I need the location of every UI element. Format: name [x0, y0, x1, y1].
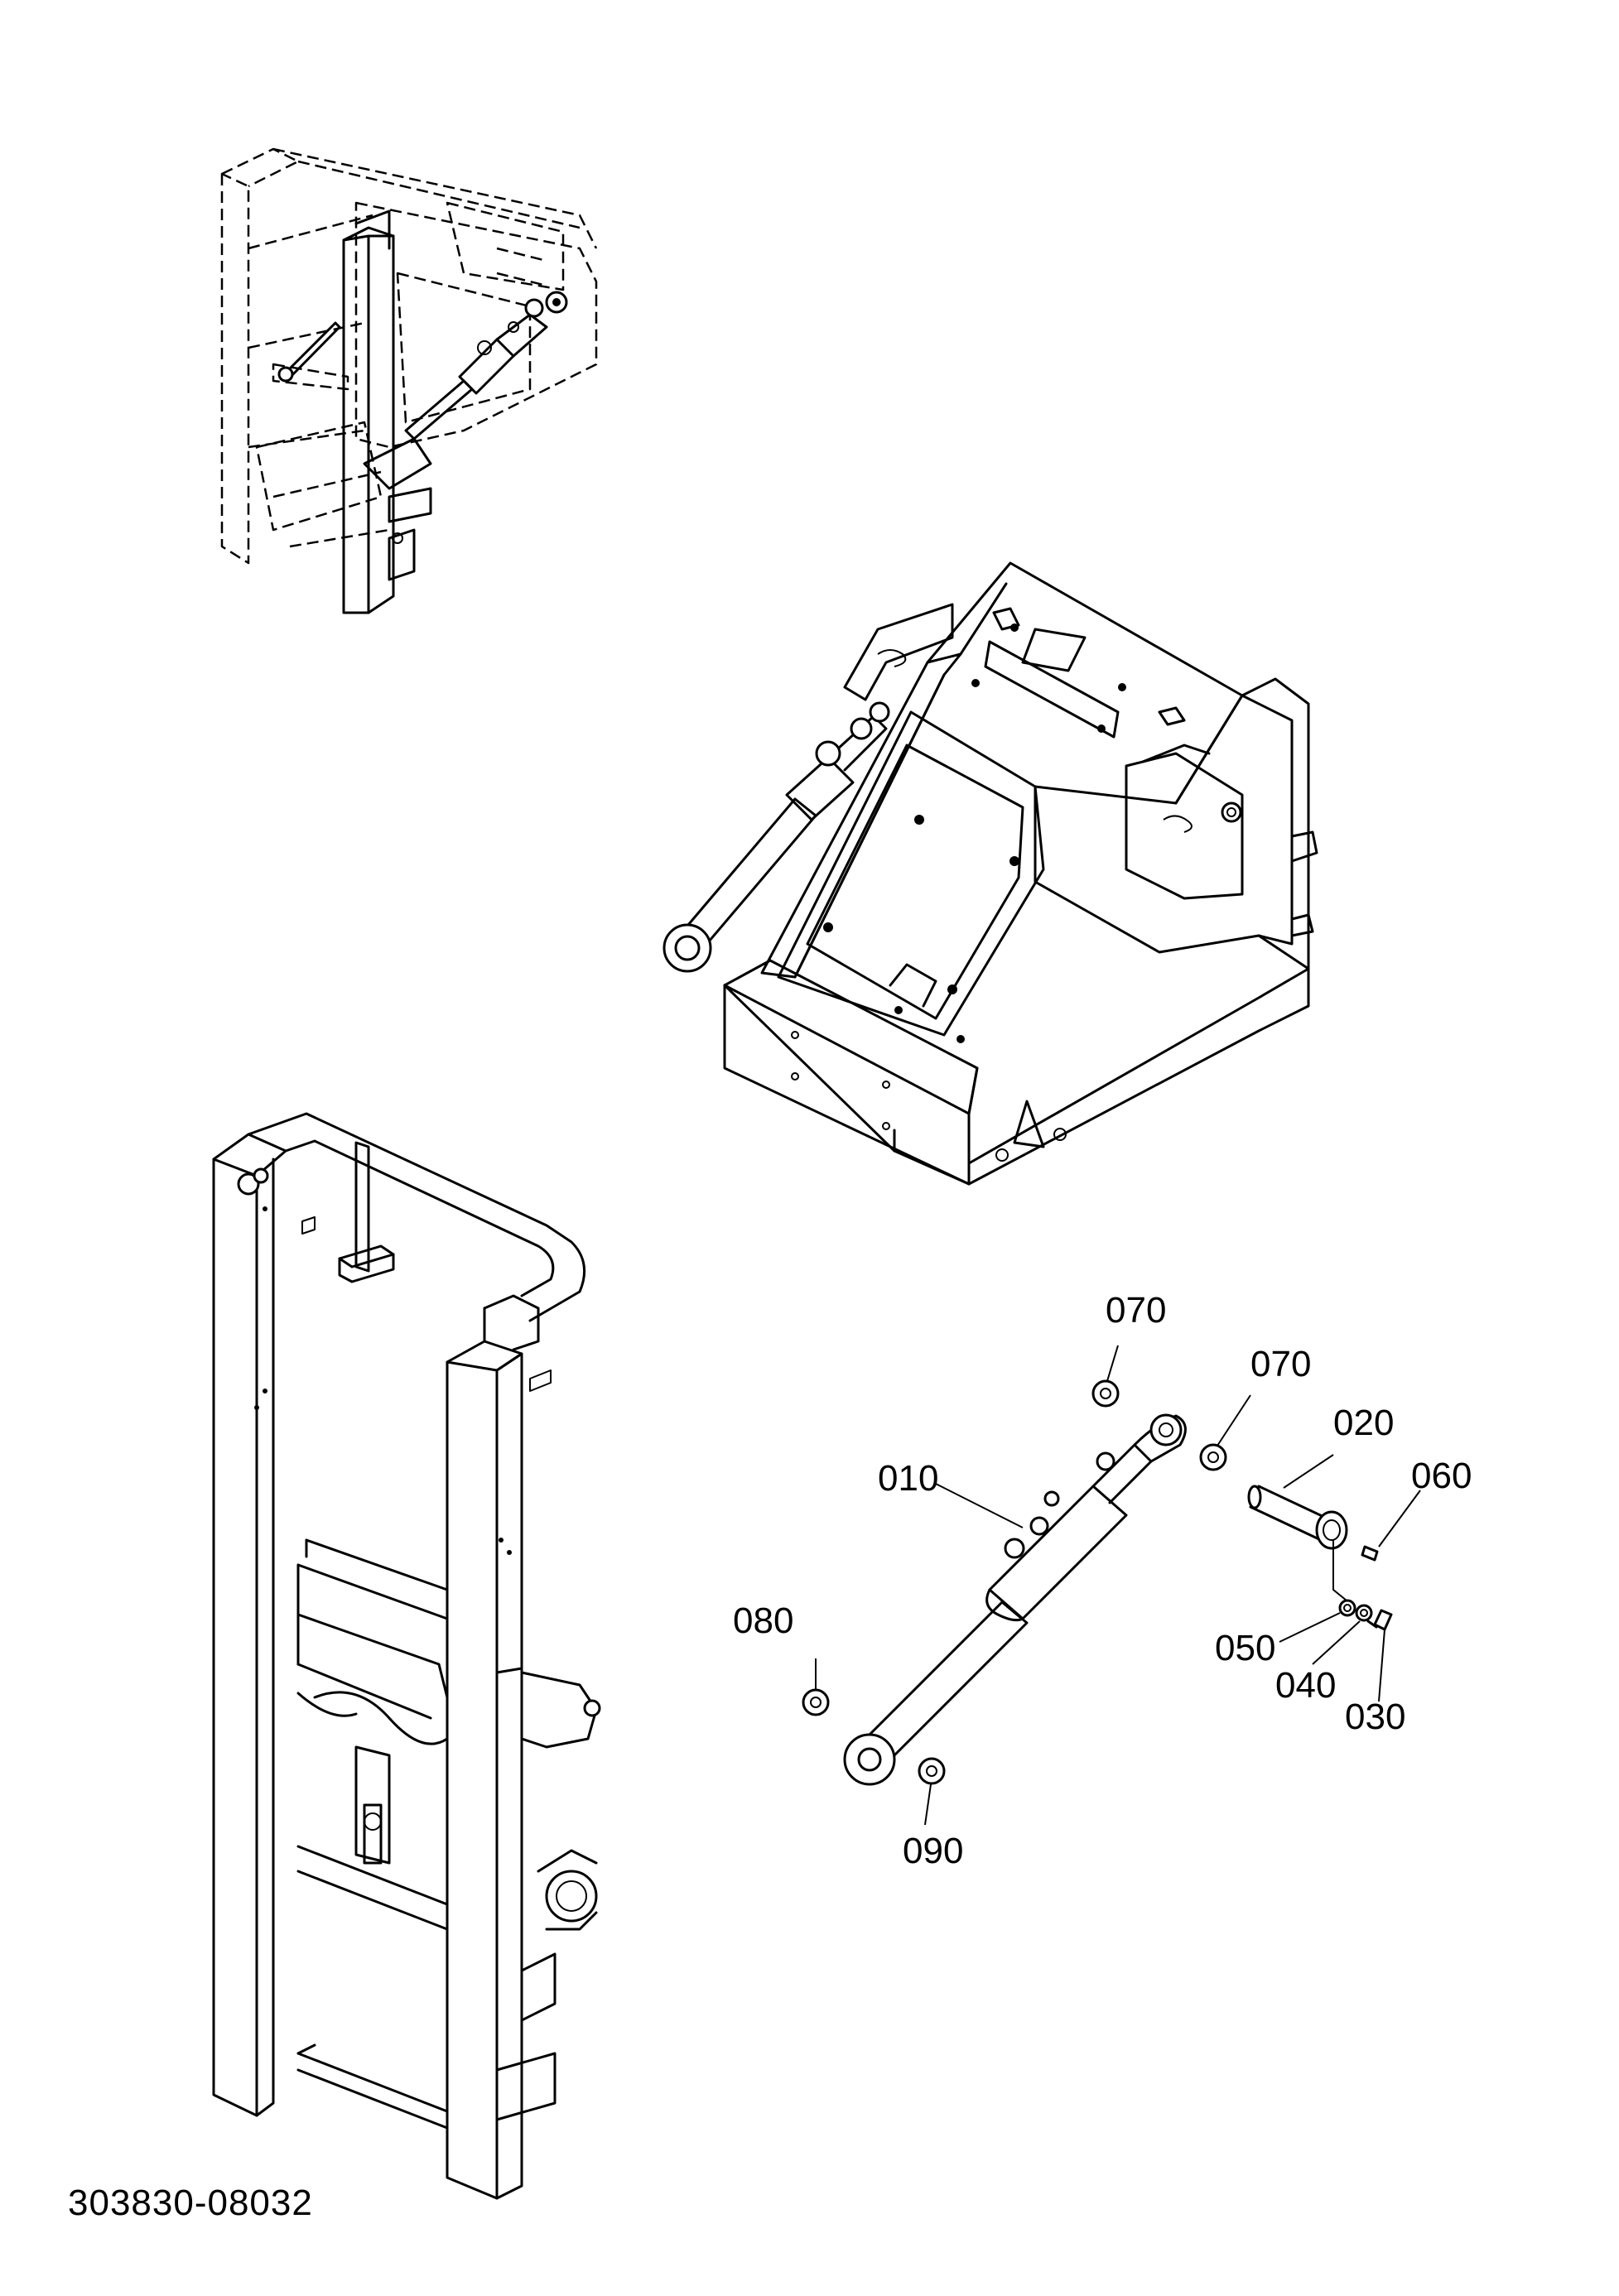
callout-050: 050: [1215, 1628, 1275, 1668]
callout-020: 020: [1333, 1403, 1394, 1443]
callout-090: 090: [903, 1831, 963, 1871]
callout-070-lower: 070: [1250, 1344, 1311, 1384]
overview-key-view: [220, 147, 598, 614]
callout-070-upper: 070: [1106, 1290, 1166, 1331]
frame-assembly-view: [663, 561, 1318, 1186]
callout-010: 010: [878, 1458, 938, 1499]
drawing-number: 303830-08032: [68, 2183, 313, 2223]
callout-040: 040: [1275, 1665, 1336, 1706]
callout-030: 030: [1345, 1697, 1405, 1737]
callout-080: 080: [733, 1600, 793, 1641]
callout-060: 060: [1411, 1456, 1472, 1496]
exploded-parts-view: 010 070 070 020 060 050 040 030 080 090: [733, 1290, 1472, 1871]
mast-assembly-view: [212, 1112, 601, 2200]
